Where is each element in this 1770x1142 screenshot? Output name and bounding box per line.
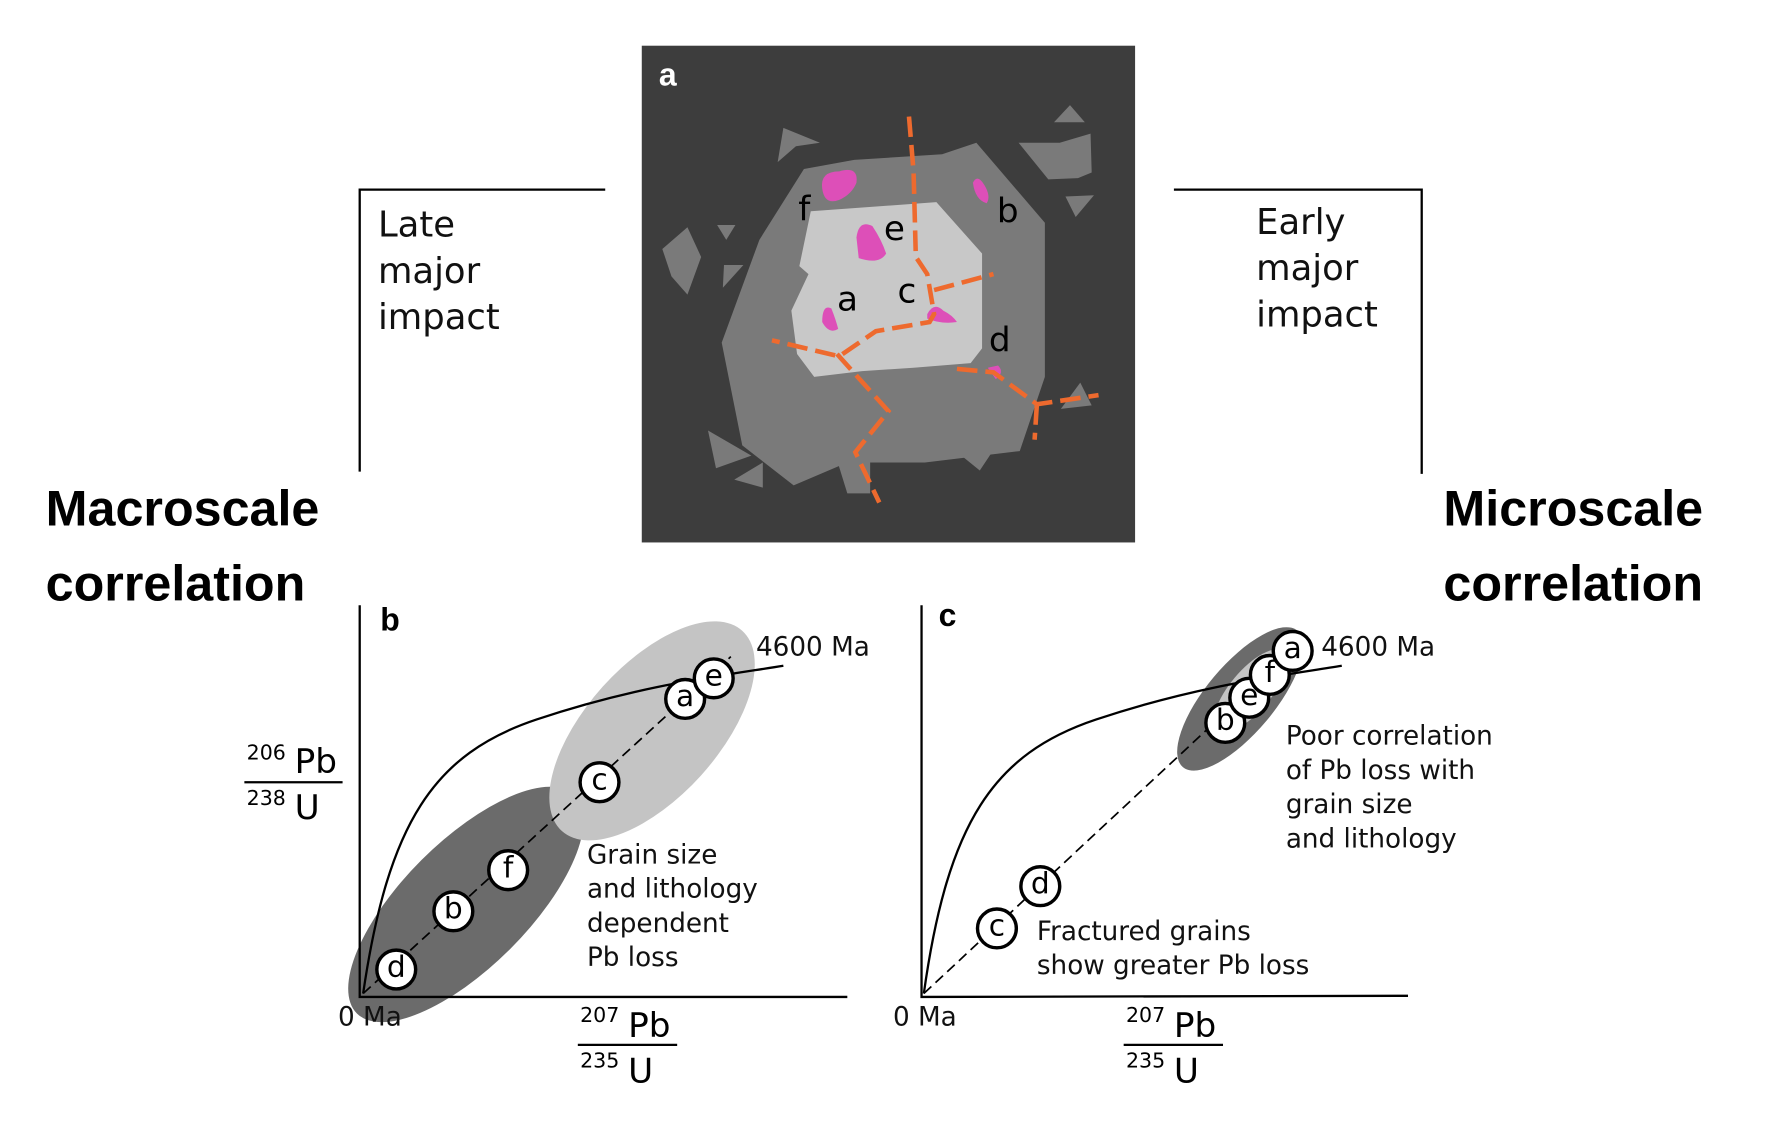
note-b: Grain size and lithology dependent Pb lo…	[587, 840, 758, 973]
grain-point-f: f	[487, 849, 530, 892]
origin-c: 0 Ma	[893, 1002, 957, 1032]
grain-point-d: d	[1019, 865, 1062, 908]
y-axis-label: 206 Pb 238 U	[244, 740, 343, 828]
zircon-grains	[821, 169, 1001, 380]
grain-point-c: c	[578, 761, 621, 804]
grain-label-f: f	[798, 189, 811, 229]
svg-text:Pb: Pb	[295, 742, 337, 782]
svg-text:impact: impact	[1256, 295, 1378, 336]
svg-text:207: 207	[580, 1003, 619, 1027]
note-c-bottom: Fractured grains show greater Pb loss	[1037, 917, 1309, 981]
svg-text:c: c	[989, 909, 1005, 944]
svg-text:U: U	[295, 788, 320, 828]
svg-text:U: U	[628, 1052, 653, 1092]
svg-text:of Pb loss with: of Pb loss with	[1286, 756, 1475, 786]
zircon-f	[821, 169, 857, 202]
svg-text:Macroscale: Macroscale	[46, 480, 320, 536]
grain-point-a: a	[1271, 629, 1314, 673]
svg-text:correlation: correlation	[46, 556, 306, 612]
svg-text:Pb loss: Pb loss	[587, 943, 679, 973]
grain-label-d: d	[989, 321, 1011, 361]
svg-text:e: e	[705, 659, 723, 694]
svg-text:d: d	[387, 950, 406, 985]
grain-label-e: e	[884, 209, 905, 249]
panel-c-label: c	[939, 597, 957, 633]
svg-text:Late: Late	[378, 204, 455, 245]
panel-a: a f e b a c d	[641, 45, 1136, 543]
svg-text:dependent: dependent	[587, 909, 729, 939]
svg-text:b: b	[1216, 703, 1235, 738]
concordia-4600-b: 4600 Ma	[756, 633, 870, 663]
panel-b: d b f c ae b 4600 Ma 0 Ma 206 Pb 238 U 207 P…	[244, 601, 870, 1092]
svg-text:207: 207	[1126, 1003, 1165, 1027]
left-bracket	[358, 188, 606, 472]
grain-point-b: b	[432, 890, 475, 933]
grain-point-a: a	[664, 677, 707, 721]
axes-b	[358, 605, 848, 999]
svg-text:a: a	[1284, 631, 1302, 666]
svg-text:Grain size: Grain size	[587, 840, 717, 870]
svg-text:Poor correlation: Poor correlation	[1286, 722, 1493, 752]
zircon-a	[822, 307, 839, 331]
axes-c	[920, 605, 1409, 999]
svg-text:Fractured grains: Fractured grains	[1037, 917, 1251, 947]
svg-text:Early: Early	[1256, 202, 1345, 243]
concordia-4600-c: 4600 Ma	[1321, 633, 1435, 663]
panel-b-label: b	[380, 601, 400, 637]
svg-text:and lithology: and lithology	[1286, 824, 1457, 854]
grain-label-a: a	[837, 280, 858, 320]
discordia-b	[362, 656, 732, 995]
fractures	[771, 116, 1099, 504]
x-axis-label-b: 207 Pb 235 U	[577, 1003, 678, 1092]
origin-b: 0 Ma	[338, 1002, 402, 1032]
note-c-top: Poor correlation of Pb loss with grain s…	[1286, 722, 1493, 855]
svg-text:major: major	[1256, 248, 1359, 289]
svg-text:206: 206	[247, 740, 286, 764]
svg-text:show greater Pb loss: show greater Pb loss	[1037, 951, 1309, 981]
microscale-title: Microscale correlation	[1443, 480, 1703, 611]
svg-text:f: f	[503, 850, 515, 885]
svg-text:grain size: grain size	[1286, 790, 1413, 820]
macroscale-title: Macroscale correlation	[46, 480, 320, 611]
svg-text:238: 238	[247, 786, 286, 810]
grain-core	[791, 202, 983, 377]
grain-point-e: e	[692, 657, 735, 700]
right-bracket	[1173, 188, 1423, 474]
svg-text:c: c	[591, 762, 607, 797]
svg-text:b: b	[444, 892, 463, 927]
svg-text:235: 235	[1126, 1049, 1165, 1073]
svg-text:a: a	[676, 679, 694, 714]
svg-text:U: U	[1174, 1052, 1199, 1092]
svg-text:Microscale: Microscale	[1443, 480, 1703, 536]
svg-text:Pb: Pb	[628, 1006, 670, 1046]
late-impact-label: Late major impact	[378, 204, 500, 337]
zircon-c	[927, 306, 957, 323]
grain-point-d: d	[375, 948, 418, 991]
svg-text:Pb: Pb	[1174, 1006, 1216, 1046]
svg-text:d: d	[1031, 866, 1050, 901]
svg-text:235: 235	[580, 1049, 619, 1073]
x-axis-label-c: 207 Pb 235 U	[1123, 1003, 1224, 1092]
svg-text:impact: impact	[378, 297, 500, 338]
svg-text:and lithology: and lithology	[587, 875, 758, 905]
svg-text:correlation: correlation	[1443, 556, 1703, 612]
zircon-e	[856, 224, 887, 261]
early-impact-label: Early major impact	[1256, 202, 1378, 335]
grain-label-c: c	[898, 272, 917, 312]
grain-point-c: c	[975, 907, 1019, 950]
svg-text:f: f	[1265, 655, 1277, 690]
panel-a-label: a	[659, 57, 677, 93]
svg-text:major: major	[378, 251, 481, 292]
grain-label-b: b	[997, 192, 1019, 232]
zircon-b	[972, 178, 989, 204]
